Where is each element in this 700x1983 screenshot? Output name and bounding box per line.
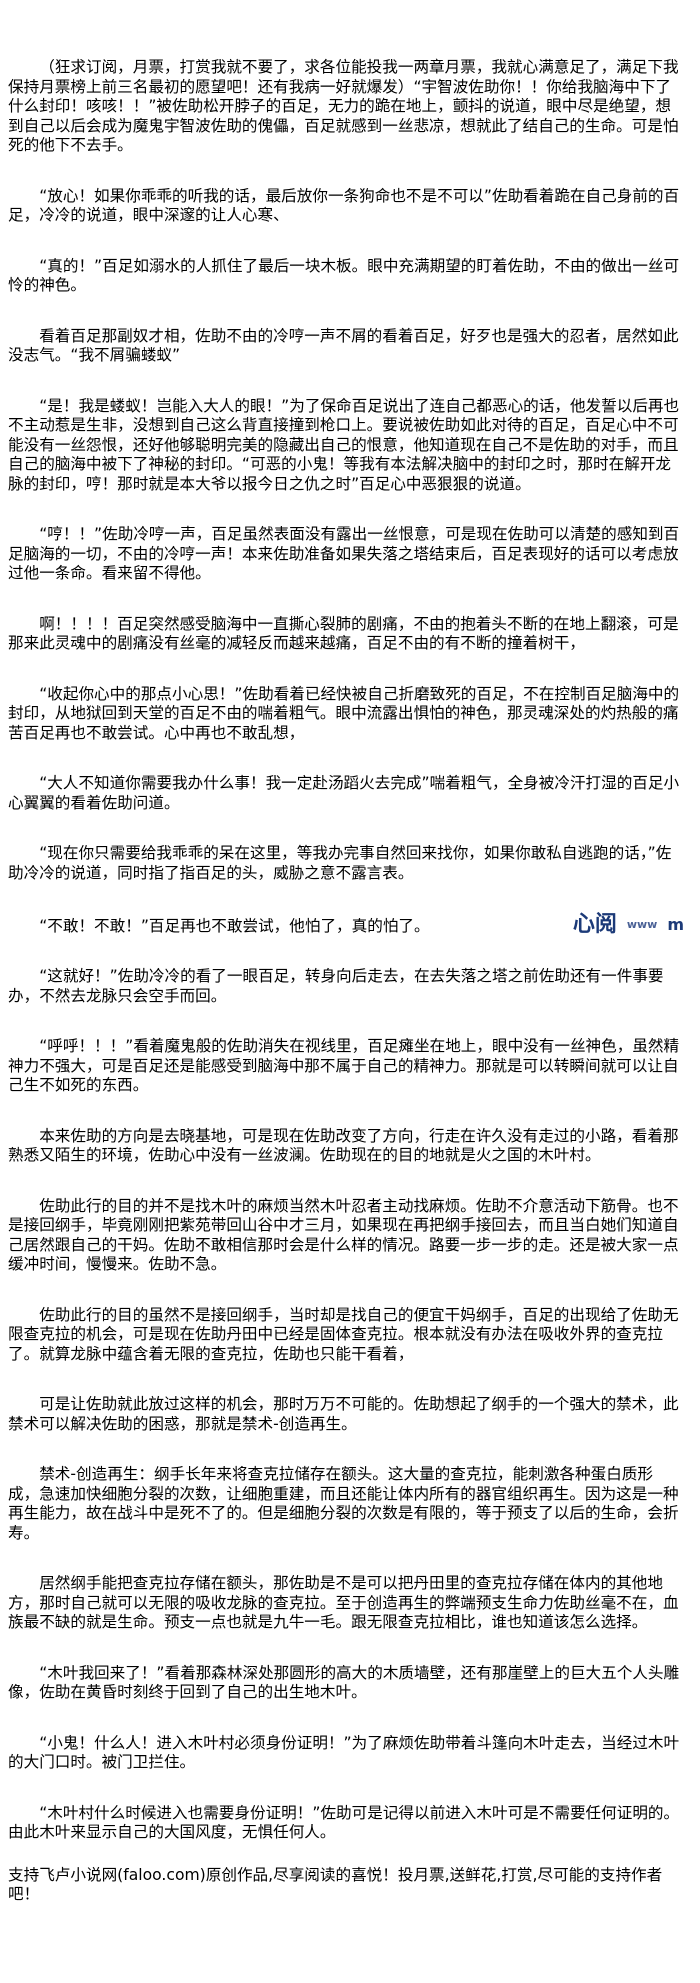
paragraph: 禁术-创造再生：纲手长年来将查克拉储存在额头。这大量的查克拉，能刺激各种蛋白质形… (8, 1465, 679, 1542)
watermark: 心阅 www m (573, 914, 684, 936)
paragraph: 居然纲手能把查克拉存储在额头，那佐助是不是可以把丹田里的查克拉存储在体内的其他地… (8, 1574, 679, 1631)
paragraph: “这就好！”佐助冷冷的看了一眼百足，转身向后走去，在去失落之塔之前佐助还有一件事… (8, 967, 664, 1005)
paragraph: 佐助此行的目的并不是找木叶的麻烦当然木叶忍者主动找麻烦。佐助不介意活动下筋骨。也… (8, 1196, 679, 1274)
paragraph: “呼呼！！！”看着魔鬼般的佐助消失在视线里，百足瘫坐在地上，眼中没有一丝神色，虽… (8, 1037, 680, 1094)
paragraph: “收起你心中的那点小心思！”佐助看着已经快被自己折磨致死的百足，不在控制百足脑海… (8, 684, 680, 742)
paragraph: 啊！！！！百足突然感受脑海中一直撕心裂肺的剧痛，不由的抱着头不断的在地上翻滚，可… (8, 614, 679, 653)
paragraph: “真的！”百足如溺水的人抓住了最后一块木板。眼中充满期望的盯着佐助，不由的做出一… (8, 256, 680, 295)
paragraph: “现在你只需要给我乖乖的呆在这里，等我办完事自然回来找你，如果你敢私自逃跑的话，… (8, 844, 672, 882)
paragraph: “放心！如果你乖乖的听我的话，最后放你一条狗命也不是不可以”佐助看着跪在自己身前… (8, 186, 680, 225)
paragraph: “小鬼！什么人！进入木叶村必须身份证明！”为了麻烦佐助带着斗篷向木叶走去，当经过… (8, 1733, 680, 1772)
watermark-logo: 心阅 (572, 912, 617, 937)
chapter-body: （狂求订阅，月票，打赏我就不要了，求各位能投我一两章月票，我就心满意足了，满足下… (8, 58, 684, 1936)
watermark-suffix: m (667, 915, 684, 934)
watermark-url: www (626, 918, 658, 931)
paragraph: 看着百足那副奴才相，佐助不由的冷哼一声不屑的看着百足，好歹也是强大的忍者，居然如… (8, 326, 679, 365)
paragraph: “是！我是蝼蚁！岂能入大人的眼！”为了保命百足说出了连自己都恶心的话，他发誓以后… (8, 396, 680, 493)
site-footer-note: 支持飞卢小说网(faloo.com)原创作品,尽享阅读的喜悦！投月票,送鲜花,打… (8, 1865, 663, 1904)
paragraph: “不敢！不敢！”百足再也不敢尝试，他怕了，真的怕了。 (39, 916, 430, 935)
paragraph: 可是让佐助就此放过这样的机会，那时万万不可能的。佐助想起了纲手的一个强大的禁术，… (8, 1395, 679, 1433)
paragraph: “木叶村什么时候进入也需要身份证明！”佐助可是记得以前进入木叶可是不需要任何证明… (8, 1803, 680, 1842)
paragraph-with-watermark: “不敢！不敢！”百足再也不敢尝试，他怕了，真的怕了。 心阅 www m (8, 914, 684, 936)
paragraph: 本来佐助的方向是去晓基地，可是现在佐助改变了方向，行走在许久没有走过的小路，看着… (8, 1126, 679, 1165)
paragraph: “木叶我回来了！”看着那森林深处那圆形的高大的木质墙壁，还有那崖壁上的巨大五个人… (8, 1663, 680, 1702)
paragraph: “哼！！”佐助冷哼一声，百足虽然表面没有露出一丝恨意，可是现在佐助可以清楚的感知… (8, 525, 680, 582)
paragraph: “大人不知道你需要我办什么事！我一定赴汤蹈火去完成”喘着粗气，全身被冷汗打湿的百… (8, 774, 680, 812)
paragraph: （狂求订阅，月票，打赏我就不要了，求各位能投我一两章月票，我就心满意足了，满足下… (8, 58, 679, 154)
paragraph: 佐助此行的目的虽然不是接回纲手，当时却是找自己的便宜干妈纲手，百足的出现给了佐助… (8, 1305, 679, 1363)
